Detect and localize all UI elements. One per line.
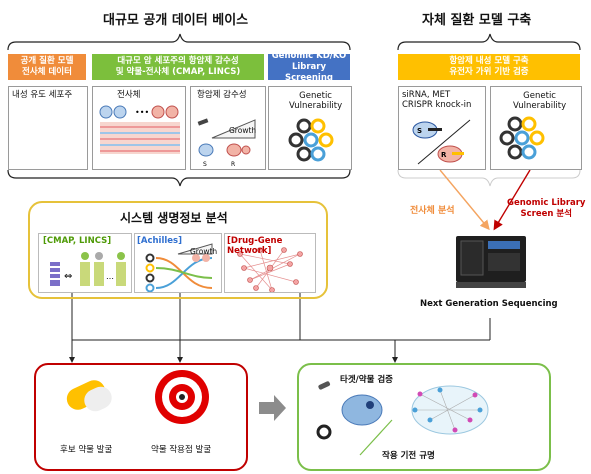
genetic-vulnerability-icon-2 [499, 116, 545, 160]
growth-label: Growth [190, 247, 218, 256]
right-bottom-bracket [397, 169, 581, 187]
panel-cmap-lincs: [CMAP, LINCS] [38, 233, 132, 293]
pill-icon [66, 380, 112, 412]
panel-drug-gene-network: [Drug-Gene Network] [224, 233, 316, 293]
drug-sensitivity-icon: S R [197, 118, 256, 168]
mechanism-icon [411, 385, 489, 435]
header-disease-model: 공개 질환 모델 전사체 데이터 [8, 54, 86, 80]
panel-label: [CMAP, LINCS] [43, 236, 112, 246]
panel-achilles: [Achilles] Growth [134, 233, 222, 293]
panel-label: 내성 유도 세포주 [12, 90, 73, 100]
svg-text:…: … [106, 272, 114, 281]
candidate-drug-label: 후보 약물 발굴 [60, 445, 113, 455]
right-top-bracket [397, 33, 581, 51]
svg-text:R: R [231, 161, 235, 168]
panel-label: Genetic Vulnerability [513, 91, 567, 111]
transcriptome-analysis-label: 전사체 분석 [410, 206, 455, 216]
panel-label: siRNA, MET CRISPR knock-in [402, 90, 472, 110]
svg-text:S: S [417, 127, 422, 135]
panel-genetic-vulnerability-2: Genetic Vulnerability [490, 86, 582, 170]
output-discovery-box [34, 363, 248, 471]
crispr-icon: S R [412, 119, 471, 165]
left-top-bracket [7, 33, 351, 51]
ngs-label: Next Generation Sequencing [420, 299, 558, 309]
svg-text:S: S [203, 161, 207, 168]
header-genomic-screening: Genomic KD/KO Library Screening [268, 51, 350, 83]
svg-text:R: R [441, 151, 447, 159]
screen-analysis-label: Genomic Library Screen 분석 [507, 198, 586, 219]
cmap-icon: ⇔ … [50, 252, 126, 286]
svg-text:•••: ••• [135, 108, 149, 117]
header-cancer-cell-lines: 대규모 암 세포주의 항암제 감수성 및 약물-전사체 (CMAP, LINCS… [92, 54, 264, 80]
screen-arrow [493, 169, 531, 231]
growth-label: Growth [229, 126, 257, 135]
panel-label: 전사체 [117, 90, 141, 100]
panel-label: [Drug-Gene Network] [227, 236, 283, 256]
transcriptome-arrow [439, 169, 490, 231]
validation-icon [316, 381, 393, 456]
panel-resistant-cell-line: 내성 유도 세포주 [8, 86, 88, 170]
target-icon [155, 370, 209, 424]
left-section-title: 대규모 공개 데이터 베이스 [103, 13, 249, 28]
left-bottom-bracket [7, 169, 351, 187]
panel-transcriptome: 전사체 [92, 86, 186, 170]
panel-label: [Achilles] [137, 236, 183, 246]
right-section-title: 자체 질환 모델 구축 [422, 13, 532, 28]
drug-target-label: 약물 작용점 발굴 [151, 445, 212, 455]
output-validation-box [297, 363, 551, 471]
systems-title: 시스템 생명정보 분석 [120, 211, 228, 225]
mechanism-label: 작용 기전 규명 [382, 451, 435, 461]
panel-drug-sensitivity: 항암제 감수성 Growth [190, 86, 266, 170]
target-validation-label: 타겟/약물 검증 [340, 375, 393, 385]
panel-genetic-vulnerability: Genetic Vulnerability [268, 86, 352, 170]
transcriptome-heatmap-icon: ••• [99, 105, 180, 154]
systems-analysis-box: 시스템 생명정보 분석 [28, 201, 328, 299]
panel-crispr: siRNA, MET CRISPR knock-in [398, 86, 486, 170]
header-resistance-model: 항암제 내성 모델 구축 유전자 가위 기반 검증 [398, 54, 580, 80]
panel-label: Genetic Vulnerability [289, 91, 343, 111]
process-arrow [259, 395, 286, 421]
achilles-icon [145, 243, 213, 293]
ngs-machine-icon [456, 236, 526, 288]
panel-label: 항암제 감수성 [197, 90, 247, 100]
drug-gene-network-icon [237, 247, 303, 293]
genetic-vulnerability-icon [288, 118, 334, 162]
svg-text:⇔: ⇔ [64, 271, 72, 282]
